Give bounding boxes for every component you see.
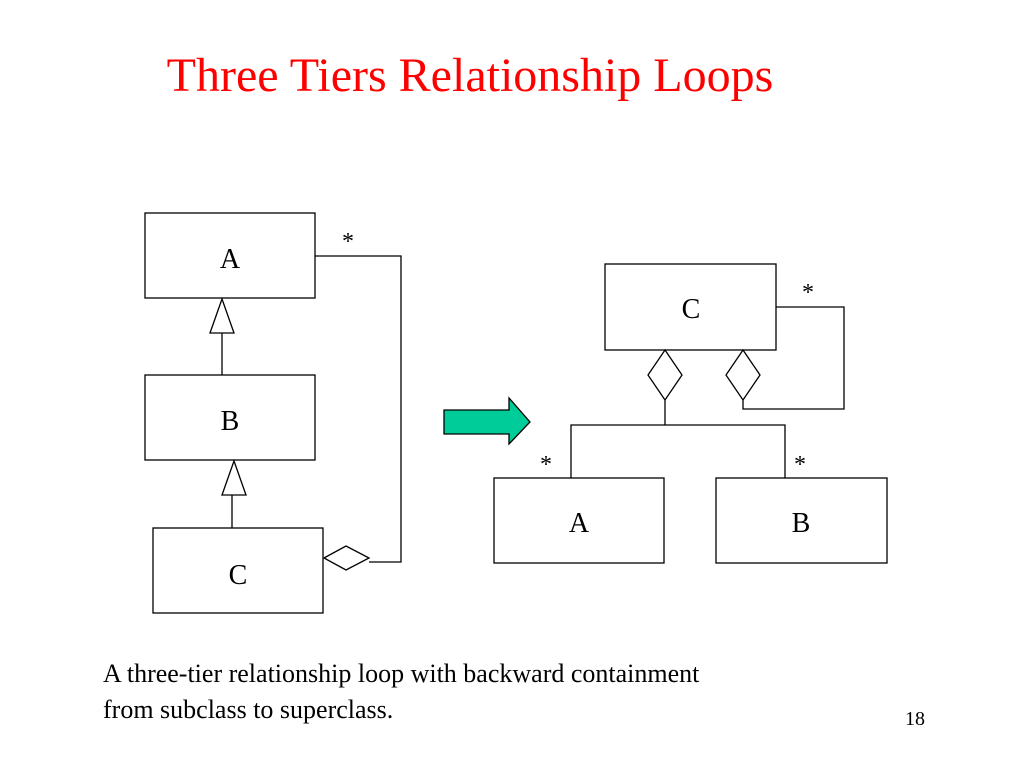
slide-caption: A three-tier relationship loop with back… <box>103 656 863 728</box>
multiplicity-label: * <box>342 229 354 255</box>
inheritance-triangle-icon <box>221 459 247 496</box>
inheritance-triangle-icon <box>209 297 235 334</box>
left-class-c-box <box>152 527 324 614</box>
left-class-c-label: C <box>229 560 248 591</box>
right-class-c-box <box>604 263 777 351</box>
right-diagram: C A B * * * <box>493 263 888 564</box>
left-class-b-box <box>144 374 316 461</box>
right-class-b-label: B <box>792 508 811 539</box>
multiplicity-label: * <box>794 452 806 478</box>
left-class-a-box <box>144 212 316 299</box>
slide-title: Three Tiers Relationship Loops <box>166 49 774 102</box>
right-arrow-icon <box>443 396 531 446</box>
aggregation-diamond-icon <box>647 348 683 402</box>
aggregation-diamond-icon <box>725 348 761 402</box>
right-class-b-box <box>715 477 888 564</box>
left-class-a-label: A <box>220 244 241 275</box>
right-class-c-label: C <box>682 294 701 325</box>
composition-branch-line <box>570 424 786 478</box>
aggregation-loop-line <box>315 255 402 563</box>
page-number: 18 <box>905 708 925 730</box>
aggregation-diamond-icon <box>322 545 371 571</box>
caption-line: A three-tier relationship loop with back… <box>103 659 700 688</box>
self-loop-line <box>742 306 845 410</box>
left-class-b-label: B <box>221 406 240 437</box>
multiplicity-label: * <box>802 280 814 306</box>
caption-line: from subclass to superclass. <box>103 695 394 724</box>
right-class-a-box <box>493 477 665 564</box>
multiplicity-label: * <box>540 452 552 478</box>
left-diagram: A B C * <box>144 212 402 614</box>
right-class-a-label: A <box>569 508 590 539</box>
